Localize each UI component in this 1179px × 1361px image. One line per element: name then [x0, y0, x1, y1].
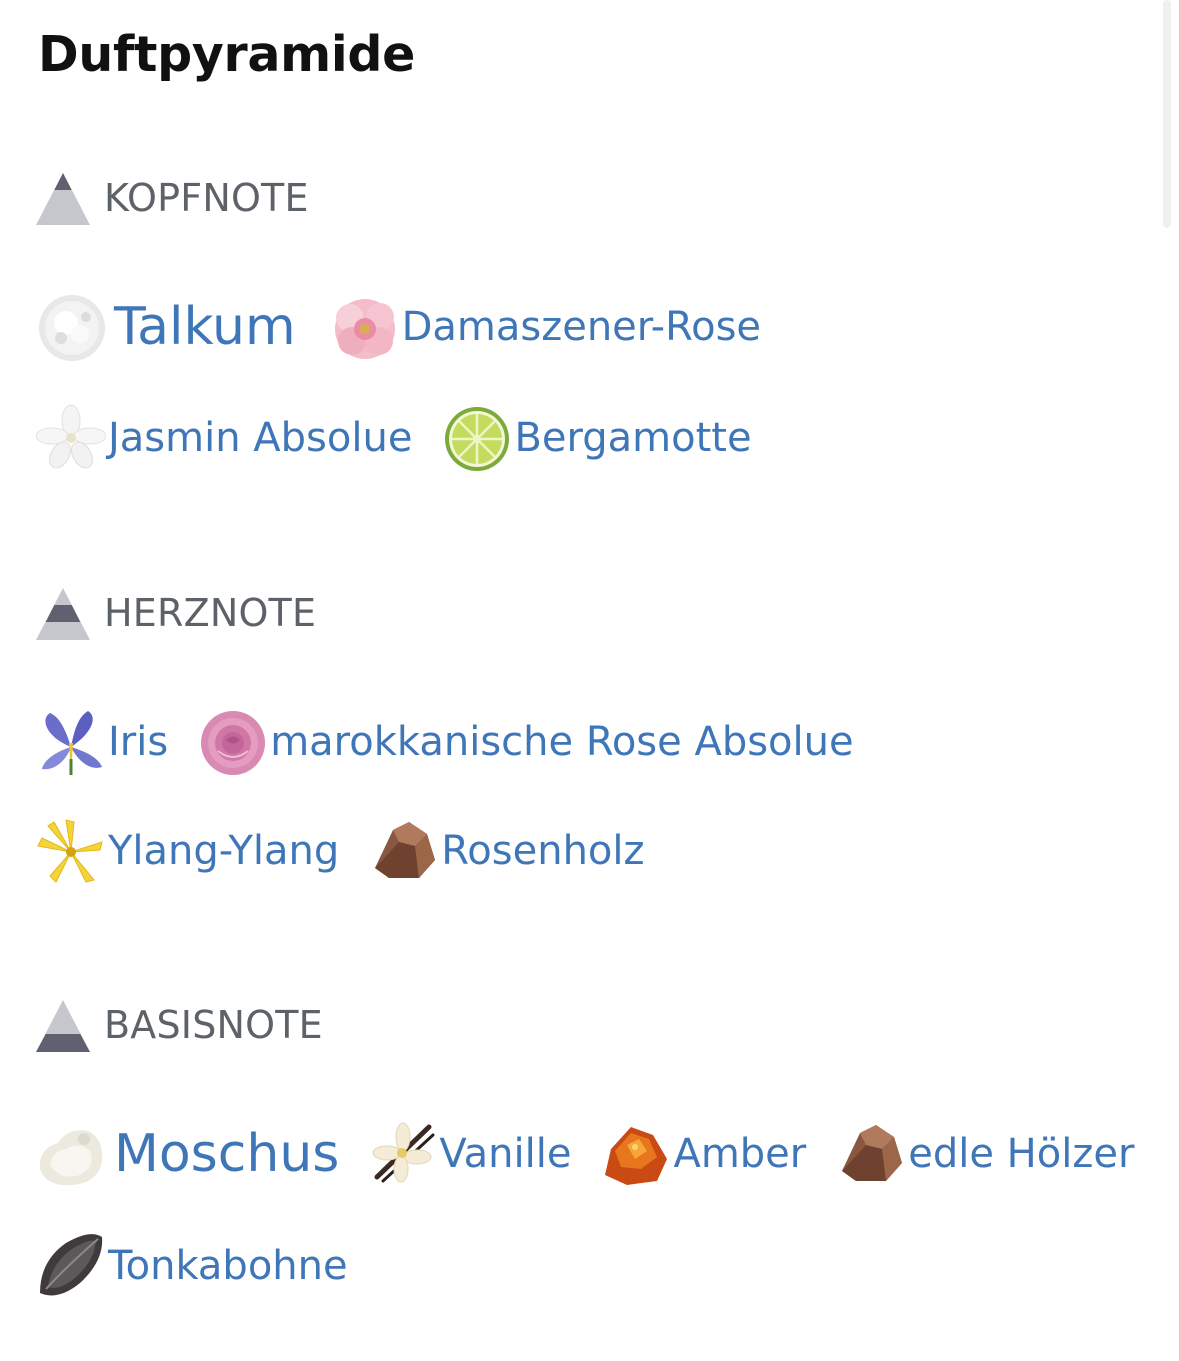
note-row: Moschus Vanille: [36, 1118, 1134, 1190]
pyramid-base-icon: [36, 998, 90, 1052]
rosewood-icon: [369, 816, 439, 886]
ylang-ylang-icon: [36, 816, 106, 886]
section-label: HERZNOTE: [104, 591, 317, 635]
damask-rose-icon: [330, 292, 400, 362]
note-talkum[interactable]: Talkum: [36, 292, 296, 362]
jasmine-icon: [36, 403, 106, 473]
vanilla-icon: [367, 1119, 437, 1189]
note-label: Jasmin Absolue: [108, 415, 413, 461]
note-rosenholz[interactable]: Rosenholz: [369, 816, 645, 886]
note-label: edle Hölzer: [908, 1131, 1135, 1177]
note-label: Tonkabohne: [108, 1243, 348, 1289]
section-label: BASISNOTE: [104, 1003, 323, 1047]
note-jasmin-absolue[interactable]: Jasmin Absolue: [36, 403, 412, 473]
talc-icon: [36, 292, 106, 362]
moroccan-rose-icon: [198, 707, 268, 777]
section-header-heart-note: HERZNOTE: [36, 583, 316, 643]
note-label: Rosenholz: [441, 828, 645, 874]
note-label: Vanille: [439, 1131, 572, 1177]
note-row: Ylang-Ylang Rosenholz: [36, 815, 645, 887]
pyramid-top-icon: [36, 171, 90, 225]
pyramid-middle-icon: [36, 586, 90, 640]
section-header-top-note: KOPFNOTE: [36, 168, 309, 228]
note-iris[interactable]: Iris: [36, 707, 168, 777]
note-moschus[interactable]: Moschus: [36, 1119, 339, 1189]
scrollbar[interactable]: [1163, 0, 1171, 228]
precious-woods-icon: [836, 1119, 906, 1189]
page-title: Duftpyramide: [38, 26, 416, 83]
note-ylang-ylang[interactable]: Ylang-Ylang: [36, 816, 339, 886]
amber-icon: [601, 1119, 671, 1189]
note-label: Damaszener-Rose: [401, 304, 762, 350]
note-label: Bergamotte: [514, 415, 752, 461]
note-vanille[interactable]: Vanille: [367, 1119, 571, 1189]
note-label: Ylang-Ylang: [108, 828, 340, 874]
note-edle-hoelzer[interactable]: edle Hölzer: [836, 1119, 1134, 1189]
note-row: Iris marokkanische Rose Absolue: [36, 706, 854, 778]
note-row: Jasmin Absolue Bergamotte: [36, 402, 752, 474]
note-label: Moschus: [114, 1124, 340, 1184]
note-label: Talkum: [114, 297, 296, 357]
section-header-base-note: BASISNOTE: [36, 995, 323, 1055]
note-row: Tonkabohne: [36, 1230, 348, 1302]
note-label: marokkanische Rose Absolue: [270, 719, 854, 765]
note-row: Talkum Damaszener-Rose: [36, 291, 761, 363]
note-bergamotte[interactable]: Bergamotte: [442, 403, 752, 473]
note-marokkanische-rose-absolue[interactable]: marokkanische Rose Absolue: [198, 707, 854, 777]
note-label: Iris: [108, 719, 169, 765]
iris-icon: [36, 707, 106, 777]
note-label: Amber: [673, 1131, 807, 1177]
note-tonkabohne[interactable]: Tonkabohne: [36, 1231, 348, 1301]
note-amber[interactable]: Amber: [601, 1119, 806, 1189]
tonka-bean-icon: [36, 1231, 106, 1301]
section-label: KOPFNOTE: [104, 176, 309, 220]
bergamot-icon: [442, 403, 512, 473]
note-damaszener-rose[interactable]: Damaszener-Rose: [330, 292, 761, 362]
musk-icon: [36, 1119, 106, 1189]
